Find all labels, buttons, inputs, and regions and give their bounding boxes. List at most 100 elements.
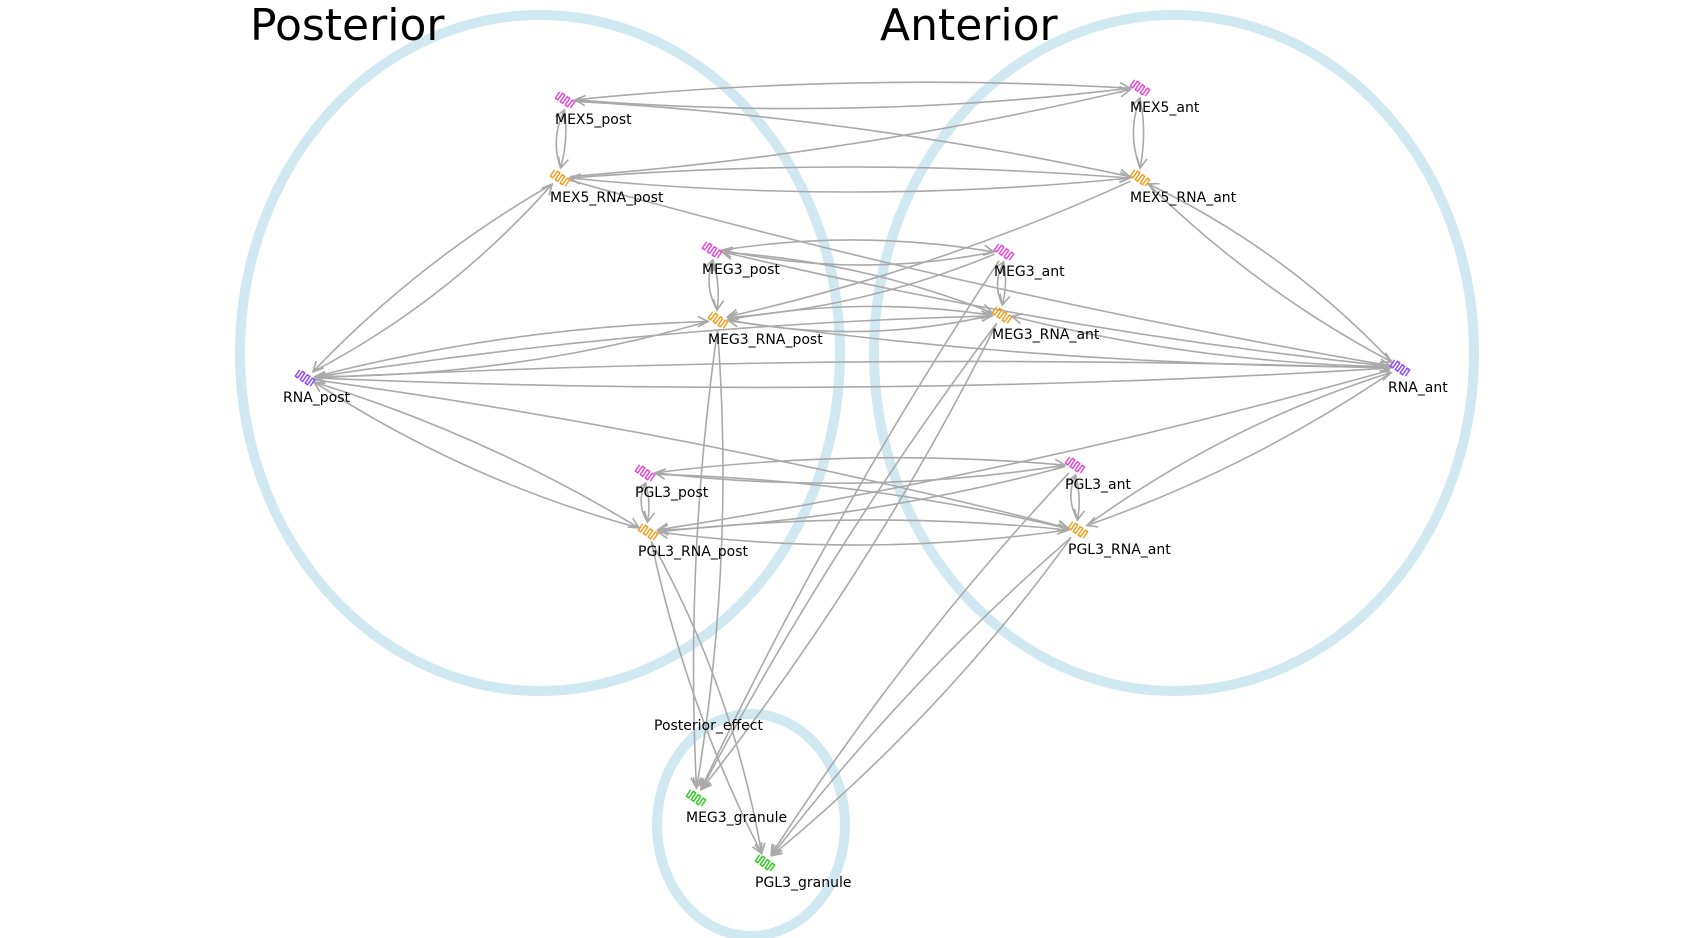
edge-PGL3_RNA_ant-to-PGL3_ant <box>1071 475 1079 521</box>
compartment-posterior <box>235 10 845 696</box>
rna-species-icon <box>707 311 729 329</box>
protein-species-icon <box>701 241 723 259</box>
node-MEX5_ant[interactable]: MEX5_ant <box>1129 79 1200 116</box>
edge-MEG3_RNA_post-to-MEG3_RNA_ant <box>727 305 992 321</box>
global_rna-species-icon <box>1389 359 1411 377</box>
edge-RNA_ant-to-PGL3_RNA_post <box>658 369 1391 530</box>
edge-MEX5_RNA_ant-to-MEG3_RNA_post <box>728 180 1131 317</box>
granule-species-icon <box>685 789 707 807</box>
node-PGL3_granule[interactable]: PGL3_granule <box>754 854 851 891</box>
node-label-MEG3_ant: MEG3_ant <box>994 264 1065 280</box>
edge-MEX5_ant-to-MEX5_post <box>575 87 1131 110</box>
edge-RNA_post-to-PGL3_RNA_ant <box>314 379 1068 528</box>
protein-species-icon <box>554 91 576 109</box>
node-PGL3_post[interactable]: PGL3_post <box>634 464 709 501</box>
node-RNA_ant[interactable]: RNA_ant <box>1388 359 1448 396</box>
edge-RNA_ant-to-MEX5_RNA_ant <box>1148 184 1393 363</box>
node-label-MEX5_post: MEX5_post <box>555 112 632 128</box>
protein-species-icon <box>993 243 1015 261</box>
region-title-posterior: Posterior <box>250 0 445 51</box>
edge-MEG3_post-to-MEG3_RNA_ant <box>721 251 992 313</box>
edge-MEG3_RNA_ant-to-MEG3_ant <box>997 262 1003 306</box>
edge-MEG3_RNA_post-to-MEG3_granule <box>693 329 719 788</box>
edge-RNA_ant-to-RNA_post <box>315 367 1391 389</box>
protein-species-icon <box>634 464 656 482</box>
rna-species-icon <box>1067 521 1089 539</box>
edge-layer <box>312 81 1393 855</box>
node-label-MEG3_RNA_post: MEG3_RNA_post <box>708 332 823 348</box>
node-label-PGL3_granule: PGL3_granule <box>755 875 851 891</box>
compartment-posterior-effect <box>652 709 850 938</box>
node-label-RNA_post: RNA_post <box>283 390 351 406</box>
edge-MEX5_RNA_ant-to-RNA_ant <box>1147 183 1392 362</box>
node-label-MEX5_RNA_ant: MEX5_RNA_ant <box>1130 190 1237 206</box>
edge-RNA_post-to-RNA_ant <box>314 360 1390 379</box>
protein-species-icon <box>1129 79 1151 97</box>
node-label-MEG3_RNA_ant: MEG3_RNA_ant <box>992 327 1100 343</box>
edge-PGL3_RNA_post-to-PGL3_granule <box>650 541 761 853</box>
node-MEG3_post[interactable]: MEG3_post <box>701 241 780 278</box>
node-label-PGL3_post: PGL3_post <box>635 485 709 501</box>
edge-RNA_post-to-MEG3_RNA_post <box>314 321 708 378</box>
edge-PGL3_RNA_ant-to-PGL3_RNA_post <box>658 530 1069 546</box>
rna-species-icon <box>991 306 1013 324</box>
node-MEX5_RNA_post[interactable]: MEX5_RNA_post <box>549 169 664 206</box>
edge-MEX5_RNA_ant-to-MEX5_ant <box>1133 98 1140 169</box>
edge-MEG3_RNA_ant-to-MEG3_granule <box>701 323 998 789</box>
edge-MEX5_post-to-MEX5_ant <box>574 81 1130 101</box>
edge-PGL3_RNA_ant-to-RNA_ant <box>1086 373 1391 527</box>
protein-species-icon <box>1064 456 1086 474</box>
edge-PGL3_post-to-PGL3_ant <box>654 456 1065 474</box>
granule-species-icon <box>754 854 776 872</box>
node-PGL3_RNA_ant[interactable]: PGL3_RNA_ant <box>1067 521 1171 558</box>
edge-PGL3_ant-to-PGL3_post <box>655 464 1066 485</box>
edge-MEX5_RNA_post-to-RNA_post <box>313 183 553 372</box>
edge-PGL3_ant-to-PGL3_RNA_post <box>658 465 1066 531</box>
edge-PGL3_RNA_post-to-PGL3_granule <box>650 541 761 853</box>
edge-PGL3_RNA_post-to-PGL3_post <box>641 483 649 523</box>
edge-RNA_post-to-PGL3_RNA_post <box>313 381 639 528</box>
node-MEG3_RNA_post[interactable]: MEG3_RNA_post <box>707 311 823 348</box>
node-PGL3_RNA_post[interactable]: PGL3_RNA_post <box>637 523 749 560</box>
node-MEG3_granule[interactable]: MEG3_granule <box>685 789 787 826</box>
edge-MEX5_RNA_post-to-RNA_ant <box>569 179 1390 366</box>
edge-PGL3_ant-to-PGL3_granule <box>771 472 1070 855</box>
rna-species-icon <box>549 169 571 187</box>
node-label-MEG3_granule: MEG3_granule <box>686 810 787 826</box>
edge-RNA_ant-to-PGL3_RNA_ant <box>1087 371 1392 526</box>
edge-MEG3_post-to-MEG3_ant <box>721 239 994 252</box>
node-label-RNA_ant: RNA_ant <box>1388 380 1448 396</box>
edge-PGL3_RNA_ant-to-PGL3_granule <box>772 536 1072 855</box>
edge-PGL3_post-to-PGL3_RNA_ant <box>654 473 1068 528</box>
node-label-MEX5_RNA_post: MEX5_RNA_post <box>550 190 664 206</box>
edge-PGL3_RNA_post-to-PGL3_RNA_ant <box>657 519 1068 532</box>
edge-MEX5_RNA_ant-to-MEX5_RNA_post <box>570 178 1131 193</box>
node-MEG3_ant[interactable]: MEG3_ant <box>993 243 1065 280</box>
node-MEX5_post[interactable]: MEX5_post <box>554 91 632 128</box>
edge-RNA_ant-to-MEG3_post <box>722 252 1391 368</box>
node-label-PGL3_ant: PGL3_ant <box>1065 477 1131 493</box>
edge-RNA_post-to-MEX5_RNA_post <box>312 184 552 373</box>
rna-species-icon <box>1129 169 1151 187</box>
edge-MEG3_ant-to-MEG3_post <box>722 250 995 266</box>
node-label-PGL3_RNA_post: PGL3_RNA_post <box>638 544 749 560</box>
node-label-PGL3_RNA_ant: PGL3_RNA_ant <box>1068 542 1171 558</box>
node-MEG3_RNA_ant[interactable]: MEG3_RNA_ant <box>991 306 1100 343</box>
edge-MEG3_RNA_post-to-MEG3_post <box>709 260 718 311</box>
node-RNA_post[interactable]: RNA_post <box>283 369 351 406</box>
node-MEX5_RNA_ant[interactable]: MEX5_RNA_ant <box>1129 169 1237 206</box>
edge-MEG3_ant-to-MEG3_granule <box>701 260 1000 790</box>
node-PGL3_ant[interactable]: PGL3_ant <box>1064 456 1131 493</box>
edge-MEG3_RNA_ant-to-MEG3_granule <box>701 322 998 789</box>
node-label-MEX5_ant: MEX5_ant <box>1130 100 1200 116</box>
compartment-anterior <box>869 10 1479 696</box>
edge-PGL3_RNA_ant-to-PGL3_granule <box>772 536 1072 855</box>
edge-PGL3_RNA_post-to-RNA_post <box>314 382 640 529</box>
edge-RNA_post-to-MEG3_RNA_ant <box>314 316 992 378</box>
region-title-posterior-effect: Posterior_effect <box>654 718 763 734</box>
edge-MEX5_RNA_post-to-MEX5_RNA_ant <box>569 166 1130 178</box>
global_rna-species-icon <box>294 369 316 387</box>
node-label-MEG3_post: MEG3_post <box>702 262 780 278</box>
